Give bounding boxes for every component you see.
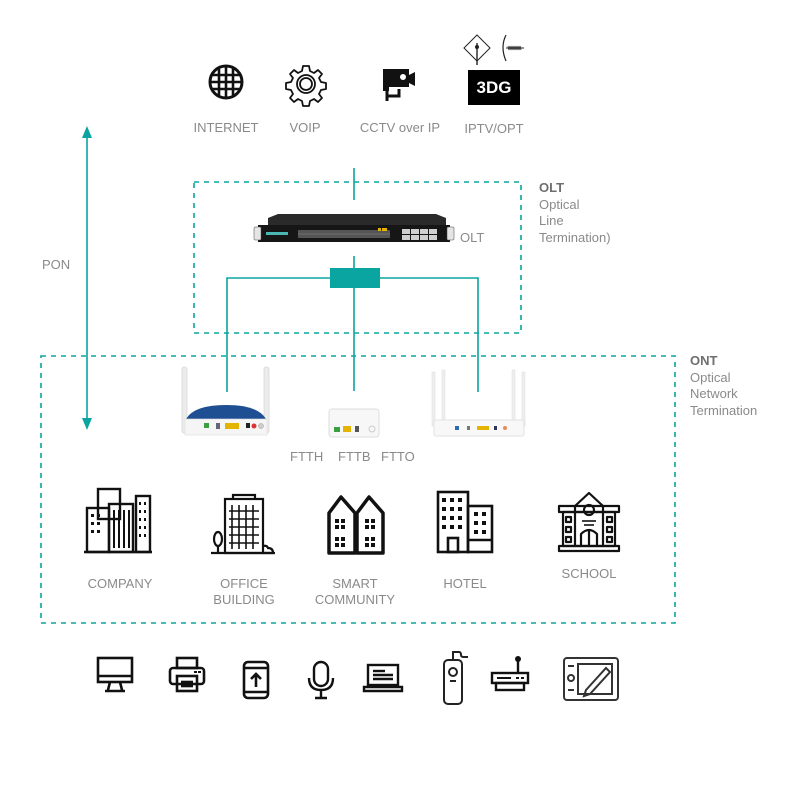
drawing-tablet-icon [563, 657, 619, 701]
hotel-icon [436, 490, 494, 554]
smart-community-icon [327, 495, 385, 555]
globe-icon [208, 64, 244, 100]
olt-device [253, 214, 455, 242]
ont-legend-line: Optical [690, 369, 731, 385]
ont-legend: ONT Optical Network Termination [690, 353, 757, 419]
olt-zone-box [193, 181, 522, 334]
service-label-iptv: IPTV/OPT [464, 121, 524, 136]
laptop-icon [362, 663, 404, 693]
ont-legend-line: Termination [690, 402, 758, 418]
endpoint-label-line: SMART [332, 576, 378, 591]
optical-splitter [330, 268, 380, 288]
company-buildings-icon [84, 487, 152, 554]
school-icon [557, 491, 621, 553]
ont-legend-line: Network [690, 386, 738, 401]
feeder-left-line [226, 277, 330, 392]
service-label-cctv: CCTV over IP [359, 120, 441, 135]
ont-router-ftth [181, 366, 270, 436]
printer-icon [168, 656, 206, 693]
ont-legend-title: ONT [690, 353, 718, 368]
pon-arrow-down-icon [82, 418, 92, 430]
ont-router-ftto [431, 369, 526, 437]
gear-icon [285, 65, 327, 107]
fiber-type-ftth: FTTH [290, 449, 324, 464]
feeder-right-line [380, 277, 479, 392]
endpoint-label-line: BUILDING [213, 592, 275, 607]
3dg-tv-icon: 3DG [468, 70, 520, 105]
endpoint-label-smart-community: SMART COMMUNITY [310, 576, 400, 608]
desktop-monitor-icon [96, 656, 134, 693]
endpoint-label-company: COMPANY [87, 576, 153, 591]
antenna-icon [502, 34, 524, 62]
fiber-type-fttb: FTTB [338, 449, 371, 464]
olt-legend: OLT Optical Line Termination) [539, 180, 611, 246]
endpoint-label-line: COMMUNITY [314, 592, 396, 607]
endpoint-label-school: SCHOOL [561, 566, 617, 581]
satellite-dish-icon [463, 34, 491, 65]
fiber-type-ftto: FTTO [381, 449, 415, 464]
olt-legend-line: Line [539, 213, 564, 228]
endpoint-label-office-building: OFFICE BUILDING [204, 576, 284, 608]
endpoint-label-hotel: HOTEL [443, 576, 487, 591]
remote-control-icon [443, 651, 468, 705]
pon-arrow-up-icon [82, 126, 92, 138]
olt-device-label: OLT [460, 230, 485, 245]
modem-router-icon [490, 656, 530, 692]
office-building-icon [211, 493, 275, 555]
olt-legend-line: Optical [539, 196, 580, 212]
olt-legend-line: Termination) [539, 229, 611, 245]
pon-label: PON [42, 257, 71, 272]
endpoint-label-line: OFFICE [220, 576, 268, 591]
cctv-camera-icon [383, 69, 415, 101]
mobile-phone-icon [242, 660, 270, 700]
microphone-icon [307, 660, 335, 700]
service-label-internet: INTERNET [193, 120, 259, 135]
olt-legend-title: OLT [539, 180, 565, 195]
ont-box-fttb [328, 408, 380, 438]
service-label-voip: VOIP [289, 120, 321, 135]
